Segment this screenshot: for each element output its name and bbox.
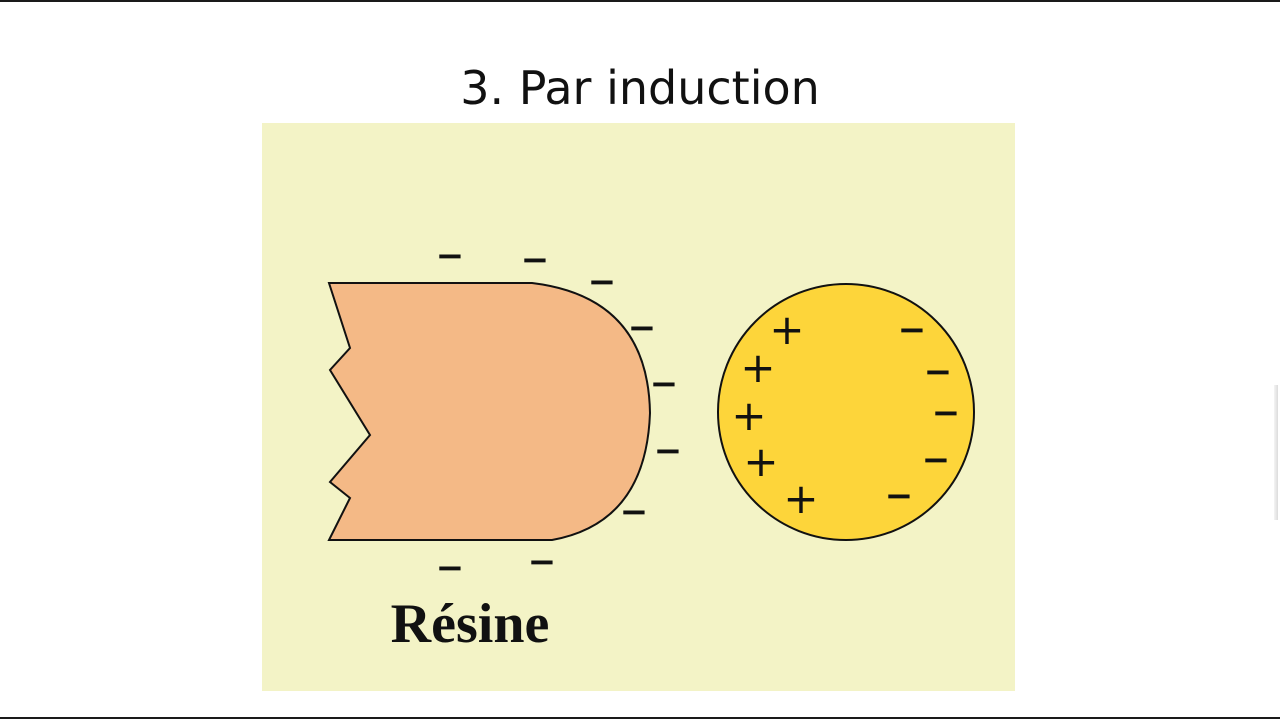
induction-diagram: − − − − − − − − − + + + + + − − − − − Ré…: [262, 123, 1015, 691]
sphere-negative-charge: −: [885, 476, 914, 516]
resin-charge: −: [436, 548, 465, 588]
sphere-positive-charge: +: [783, 474, 818, 523]
resin-charge: −: [628, 308, 657, 348]
sphere-positive-charge: +: [743, 437, 778, 486]
induction-figure: − − − − − − − − − + + + + + − − − − − Ré…: [262, 123, 1015, 691]
sphere-positive-charge: +: [740, 343, 775, 392]
top-border-line: [0, 0, 1280, 2]
sphere-negative-charges: − − − − −: [885, 310, 961, 516]
resin-charge: −: [620, 492, 649, 532]
resin-negative-charges: − − − − − − − − −: [436, 236, 683, 588]
resin-charge: −: [650, 364, 679, 404]
sphere-negative-charge: −: [898, 310, 927, 350]
sphere-positive-charge: +: [769, 305, 804, 354]
edge-artifact: [1274, 385, 1278, 520]
resin-charge: −: [521, 240, 550, 280]
resin-rod: [327, 282, 652, 541]
sphere-negative-charge: −: [924, 352, 953, 392]
conducting-sphere: [717, 283, 975, 541]
resin-charge: −: [588, 262, 617, 302]
resin-charge: −: [436, 236, 465, 276]
resin-charge: −: [528, 542, 557, 582]
bottom-border-line: [0, 717, 1280, 719]
sphere-negative-charge: −: [932, 393, 961, 433]
resin-label: Résine: [391, 593, 550, 655]
resin-charge: −: [654, 431, 683, 471]
slide-title: 3. Par induction: [460, 61, 820, 115]
sphere-positive-charges: + + + + +: [731, 305, 818, 523]
sphere-negative-charge: −: [922, 440, 951, 480]
sphere-positive-charge: +: [731, 391, 766, 440]
